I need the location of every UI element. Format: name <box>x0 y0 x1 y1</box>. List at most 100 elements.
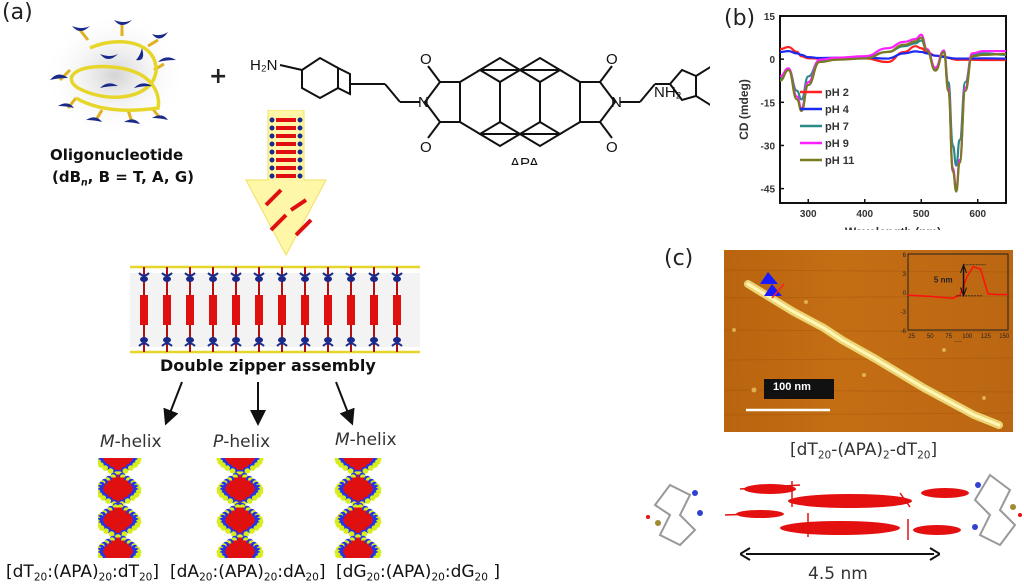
formula-part: :(APA) <box>47 562 99 582</box>
zipper-apa <box>140 295 148 325</box>
y-tick-label: -30 <box>761 141 776 152</box>
carbonyl-oxygen: O <box>606 139 618 156</box>
x-tick-label: 500 <box>913 209 930 220</box>
formula-part: ] <box>318 562 326 582</box>
perylene-stacks <box>736 484 969 535</box>
left-amine-label: H₂N <box>250 57 278 74</box>
formula-part: 20 <box>474 571 488 584</box>
formula-part: -(APA) <box>831 440 884 460</box>
zipper-apa <box>255 295 263 325</box>
nucleotide-left <box>646 483 703 547</box>
inset-x-label: nm <box>954 341 962 342</box>
legend-label: pH 4 <box>825 104 850 116</box>
zipper-apa <box>278 295 286 325</box>
series-line-ph-11 <box>779 36 1007 193</box>
legend-label: pH 7 <box>825 121 849 133</box>
helix-formula-3: [dG20:(APA)20:dG20 ] <box>336 562 500 584</box>
inset-x-tick: 150 <box>999 334 1010 340</box>
zipper-apa <box>209 295 217 325</box>
series-line-ph-2 <box>779 45 1006 64</box>
scale-bar-label-bg <box>764 379 834 399</box>
free-apa <box>289 198 308 212</box>
zipper-apa <box>324 295 332 325</box>
inset-y-tick: -6 <box>901 329 907 335</box>
zipper-apa <box>393 295 401 325</box>
nucleotide-right <box>972 473 1022 547</box>
formula-part: 20 <box>431 571 445 584</box>
formula-part: 20 <box>263 571 278 584</box>
inset-y-tick: 3 <box>903 272 907 278</box>
apa-rung <box>276 134 296 138</box>
formula-part: :dG <box>444 562 475 582</box>
zipper-apa <box>347 295 355 325</box>
scale-bar-label: 100 nm <box>773 381 811 393</box>
right-amine-label: NH₂ <box>654 84 682 101</box>
zipper-apa <box>163 295 171 325</box>
profile-line <box>771 283 785 299</box>
helix-label-1: M-helix <box>100 432 162 452</box>
y-tick-label: -45 <box>761 185 776 196</box>
x-tick-label: 300 <box>800 209 817 220</box>
y-axis-label: CD (mdeg) <box>737 79 751 140</box>
formula-part: -dT <box>889 440 918 460</box>
formula-part: [dT <box>6 562 34 582</box>
helix-formula-1: [dT20:(APA)20:dT20] <box>6 562 159 584</box>
plot-frame <box>779 15 1007 204</box>
formula-part: [dG <box>336 562 367 582</box>
left-imide-nitrogen: N <box>418 94 429 111</box>
formula-part: :(APA) <box>212 562 264 582</box>
y-tick-label: 15 <box>764 12 776 23</box>
apa-rung <box>276 118 296 122</box>
afm-image: 100 nm 630-3-6255075100125150nm5 nm <box>724 250 1013 432</box>
apa-rung <box>276 166 296 170</box>
inset-height-label: 5 nm <box>934 275 953 284</box>
oligonucleotide-formula: (dBn, B = T, A, G) <box>52 168 195 189</box>
height-marker-triangle <box>764 284 782 296</box>
panel-b-label: (b) <box>724 6 756 31</box>
distance-arrow <box>740 547 940 561</box>
branch-arrows <box>163 381 355 426</box>
panel-a-label: (a) <box>2 0 33 25</box>
inset-y-tick: 0 <box>903 291 907 297</box>
apa-rung <box>276 150 296 154</box>
formula-part: 20 <box>305 571 319 584</box>
y-tick-label: -15 <box>761 98 776 109</box>
formula-part: 2 <box>883 449 890 462</box>
inset-x-tick: 75 <box>945 334 952 340</box>
formula-part: :dA <box>277 562 306 582</box>
formula-part: 20 <box>33 571 48 584</box>
inset-profile-line <box>907 265 1008 300</box>
carbonyl-oxygen: O <box>420 51 432 68</box>
formula-part: :(APA) <box>380 562 432 582</box>
assembly-arrow <box>245 110 327 257</box>
right-imide-nitrogen: N <box>611 94 622 111</box>
free-apa <box>269 213 288 232</box>
zipper-apa <box>370 295 378 325</box>
helix-model <box>216 458 264 558</box>
helix-models <box>98 458 382 558</box>
apa-rung <box>276 158 296 162</box>
plus-sign: + <box>209 64 228 89</box>
molecular-model <box>646 473 1022 547</box>
assembly-label: Double zipper assembly <box>160 356 376 375</box>
formula-part: ] <box>487 562 500 582</box>
helix-model <box>98 458 142 558</box>
formula-part: :dT <box>112 562 139 582</box>
inset-x-tick: 50 <box>927 334 934 340</box>
height-profile-inset: 630-3-6255075100125150nm5 nm <box>901 253 1010 342</box>
formula-part: 20 <box>366 571 381 584</box>
formula-part: 20 <box>917 449 931 462</box>
series-line-ph-4 <box>779 49 1007 60</box>
helix-label-2: P-helix <box>213 432 271 452</box>
apa-rung <box>276 174 296 178</box>
x-tick-label: 600 <box>969 209 986 220</box>
arrow-to-m-helix-1 <box>163 381 183 426</box>
double-zipper-diagram <box>130 265 420 354</box>
x-tick-label: 400 <box>856 209 873 220</box>
formula-part: ] <box>930 440 938 460</box>
y-tick-label: 0 <box>769 55 775 66</box>
apa-rung <box>276 142 296 146</box>
panel-c-label: (c) <box>664 246 694 271</box>
oligonucleotide-label: Oligonucleotide <box>50 146 184 164</box>
